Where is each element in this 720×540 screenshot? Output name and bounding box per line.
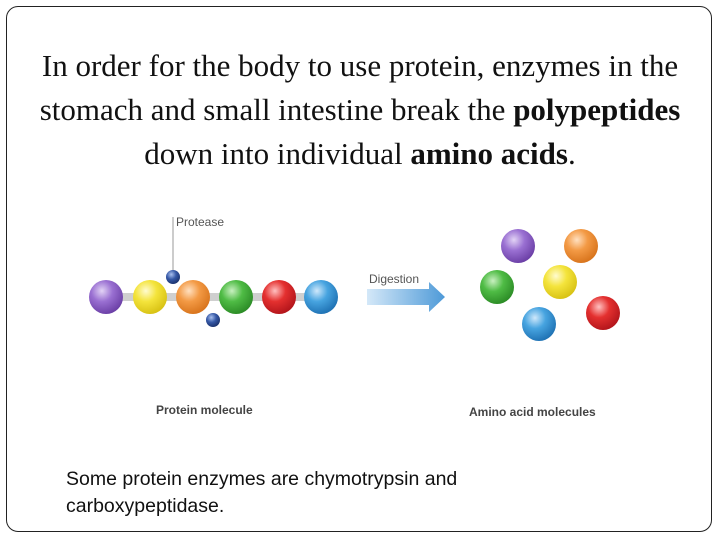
- amino-acid-yellow: [543, 265, 577, 299]
- amino-acid-orange: [564, 229, 598, 263]
- digestion-label: Digestion: [369, 272, 419, 286]
- enzyme-dot-top: [166, 270, 180, 284]
- amino-acid-blue: [522, 307, 556, 341]
- amino-acid-purple: [501, 229, 535, 263]
- protein-bead-green: [219, 280, 253, 314]
- protein-bead-blue: [304, 280, 338, 314]
- caption-text: Some protein enzymes are chymotrypsin an…: [66, 466, 586, 520]
- protein-bead-orange: [176, 280, 210, 314]
- protein-molecule-label: Protein molecule: [156, 403, 253, 417]
- amino-acid-molecules: [480, 229, 620, 341]
- protein-bead-yellow: [133, 280, 167, 314]
- amino-acid-molecules-label: Amino acid molecules: [469, 405, 596, 419]
- amino-acid-green: [480, 270, 514, 304]
- digestion-arrow: [367, 282, 445, 312]
- protein-bead-red: [262, 280, 296, 314]
- protein-bead-purple: [89, 280, 123, 314]
- amino-acid-red: [586, 296, 620, 330]
- enzyme-dot-bottom: [206, 313, 220, 327]
- protease-label: Protease: [176, 215, 224, 229]
